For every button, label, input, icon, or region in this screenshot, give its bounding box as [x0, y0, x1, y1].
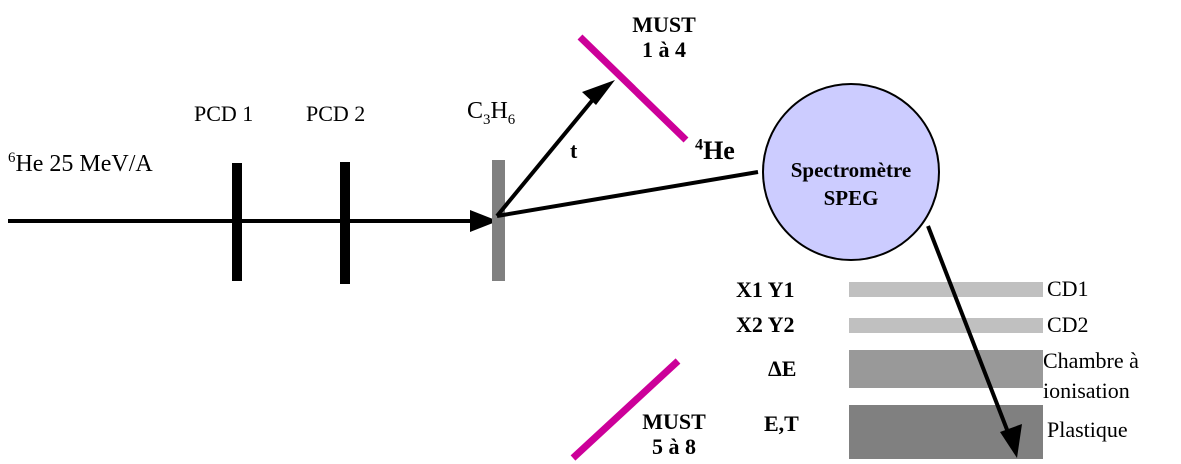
- spectrometer-circle: [762, 83, 940, 261]
- pcd1-detector: [232, 163, 242, 281]
- pcd2-label: PCD 2: [306, 101, 366, 126]
- must-top-detector: [577, 34, 689, 143]
- exit-track: [926, 225, 1013, 441]
- cd2-label: CD2: [1047, 312, 1089, 337]
- cd1-label: CD1: [1047, 276, 1089, 301]
- pcd1-label: PCD 1: [194, 101, 254, 126]
- cd1-position-label: X1 Y1: [736, 277, 795, 302]
- triton-arrowhead: [582, 80, 615, 105]
- plastic-label: Plastique: [1047, 417, 1128, 442]
- cd2-position-label: X2 Y2: [736, 312, 795, 337]
- cd2-detector: [849, 318, 1043, 333]
- beam-label: 6He 25 MeV/A: [8, 150, 153, 177]
- spectrometer-label: Spectromètre SPEG: [790, 158, 912, 211]
- chamber-label: Chambre à ionisation: [1043, 348, 1139, 403]
- helium-label: 4He: [695, 136, 735, 165]
- target: [492, 160, 505, 281]
- pcd2-detector: [340, 162, 350, 284]
- energy-time-label: E,T: [764, 411, 799, 436]
- helium-track: [496, 170, 759, 218]
- delta-e-label: ΔE: [768, 356, 797, 381]
- target-label: C3H6: [467, 98, 516, 128]
- triton-label: t: [570, 138, 578, 163]
- must-top-label: MUST 1 à 4: [632, 12, 696, 63]
- triton-track: [495, 89, 602, 218]
- exit-arrowhead: [1000, 424, 1022, 458]
- must-bottom-label: MUST 5 à 8: [642, 409, 706, 460]
- ionisation-chamber: [849, 350, 1043, 388]
- cd1-detector: [849, 282, 1043, 297]
- beam-arrowhead: [470, 210, 498, 232]
- must-bottom-detector: [570, 358, 681, 461]
